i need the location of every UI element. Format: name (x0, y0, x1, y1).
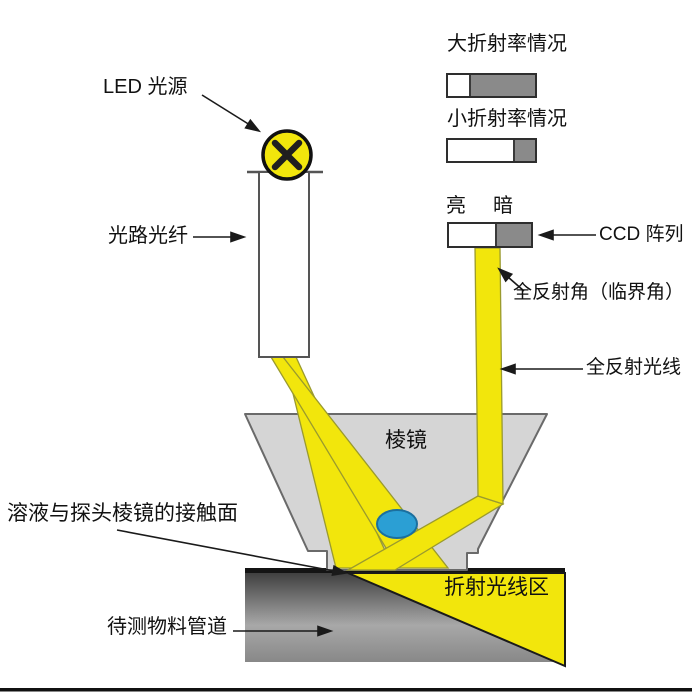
dark-label: 暗 (493, 195, 513, 217)
prism-label: 棱镜 (385, 429, 427, 452)
leader-arrows (116, 94, 596, 637)
ccd-label: CCD 阵列 (599, 224, 684, 245)
critical-angle-label: 全反射角（临界角） (513, 282, 685, 303)
small-index-label: 小折射率情况 (447, 108, 567, 130)
fiber-arrow (193, 231, 247, 243)
contact-leader-arrow (116, 529, 349, 576)
solution-drop (376, 509, 418, 539)
critical-angle-arrow (497, 267, 525, 292)
small-index-bright-cell (448, 140, 515, 161)
led-arrow (201, 94, 262, 133)
led-label: LED 光源 (103, 76, 188, 98)
reflected-beam-vertical (474, 247, 504, 505)
big-index-label: 大折射率情况 (447, 33, 567, 55)
pipe-arrow (233, 625, 334, 637)
tir-ray-arrow (499, 363, 583, 375)
refracted-light-region-shape (347, 572, 566, 668)
bottom-rule (0, 688, 692, 692)
ccd-arrow (537, 229, 596, 241)
led-source-icon (261, 129, 313, 181)
ccd-array-bar (447, 222, 533, 248)
big-index-bar (446, 73, 537, 98)
tir-ray-label: 全反射光线 (586, 357, 682, 378)
bright-label: 亮 (446, 195, 466, 217)
big-index-bright-cell (448, 75, 471, 96)
small-index-dark-cell (514, 140, 535, 161)
refract-zone-label: 折射光线区 (444, 576, 549, 599)
pipe-label: 待测物料管道 (107, 616, 227, 638)
fiber-body (258, 171, 310, 358)
ccd-bright-cell (449, 224, 498, 246)
small-index-bar (446, 138, 537, 163)
contact-label: 溶液与探头棱镜的接触面 (7, 502, 238, 525)
ccd-dark-cell (497, 224, 531, 246)
fiber-label: 光路光纤 (108, 225, 188, 247)
big-index-dark-cell (470, 75, 535, 96)
